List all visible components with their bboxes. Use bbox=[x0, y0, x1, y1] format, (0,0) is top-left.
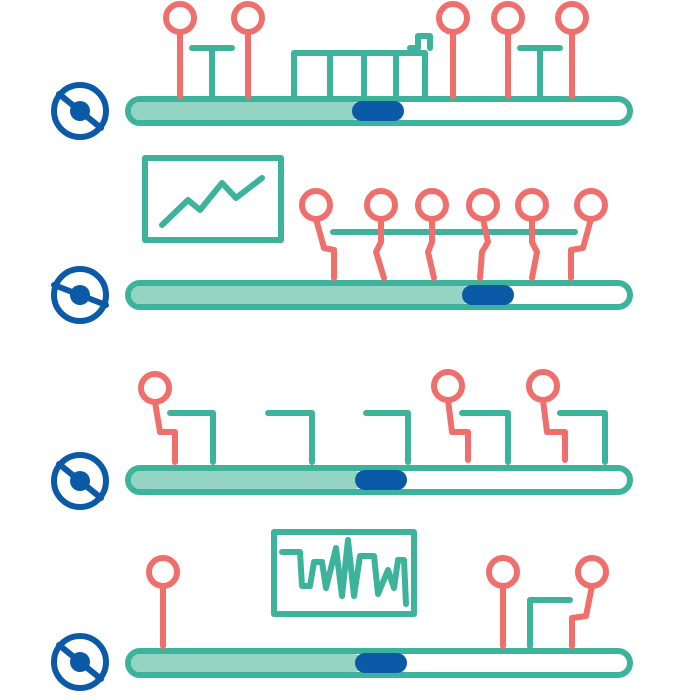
clock-dial-icon bbox=[51, 452, 109, 510]
person bbox=[491, 1, 525, 99]
person bbox=[415, 188, 449, 281]
person bbox=[436, 1, 470, 99]
table bbox=[189, 45, 235, 99]
progress-fill bbox=[131, 471, 363, 489]
clock-dial-icon bbox=[51, 82, 109, 140]
scene bbox=[142, 155, 608, 281]
desk bbox=[527, 597, 573, 649]
person bbox=[515, 188, 549, 281]
skyline-board bbox=[271, 529, 417, 617]
person bbox=[526, 369, 568, 463]
progress-track bbox=[125, 648, 633, 678]
row-3 bbox=[51, 369, 633, 510]
row-1 bbox=[51, 1, 633, 140]
person bbox=[364, 188, 398, 281]
table bbox=[517, 45, 563, 99]
person bbox=[431, 369, 471, 463]
row-4 bbox=[51, 529, 633, 691]
scene bbox=[146, 529, 609, 649]
progress-fill bbox=[131, 286, 471, 304]
progress-marker bbox=[462, 285, 514, 305]
desk bbox=[167, 410, 216, 465]
scene bbox=[163, 1, 589, 99]
progress-fill bbox=[131, 102, 361, 120]
desk bbox=[557, 410, 608, 465]
chart-board bbox=[142, 155, 284, 243]
person bbox=[231, 1, 265, 99]
person bbox=[299, 188, 337, 281]
person bbox=[568, 188, 608, 281]
person bbox=[146, 555, 180, 649]
clock-dial-icon bbox=[51, 266, 109, 324]
progress-marker bbox=[355, 653, 407, 673]
desk-with-monitor bbox=[291, 33, 433, 99]
row-2 bbox=[51, 155, 633, 324]
progress-track bbox=[125, 96, 633, 126]
desk bbox=[265, 410, 315, 465]
scene bbox=[138, 369, 608, 465]
clock-dial-icon bbox=[51, 633, 109, 691]
person bbox=[486, 555, 520, 649]
progress-marker bbox=[355, 470, 407, 490]
person bbox=[138, 371, 178, 465]
person bbox=[163, 1, 197, 99]
person bbox=[555, 1, 589, 99]
progress-fill bbox=[131, 654, 363, 672]
progress-track bbox=[125, 280, 633, 310]
progress-marker bbox=[352, 101, 404, 121]
desk bbox=[363, 410, 411, 465]
person bbox=[569, 555, 609, 649]
person bbox=[466, 188, 500, 281]
progress-track bbox=[125, 465, 633, 495]
desk bbox=[459, 410, 511, 465]
